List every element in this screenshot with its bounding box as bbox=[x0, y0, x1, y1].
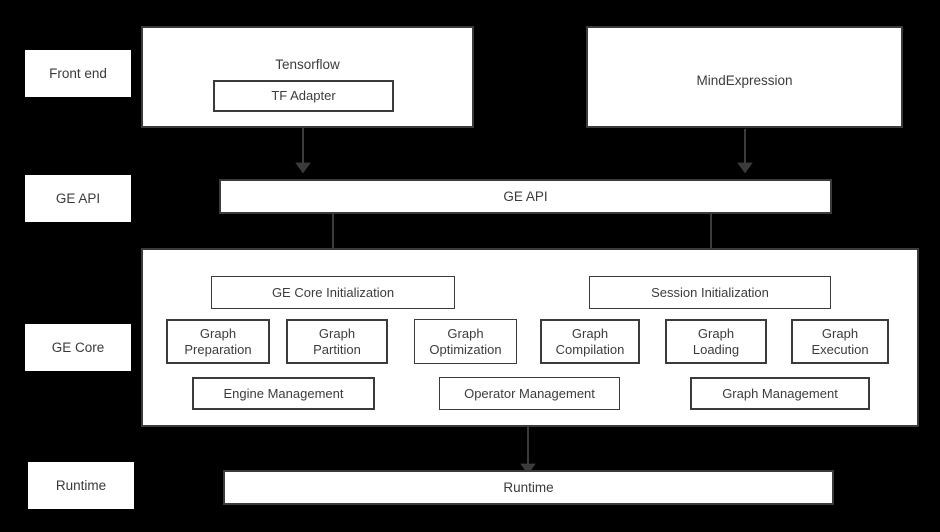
tensorflow-container[interactable]: Tensorflow bbox=[141, 26, 474, 128]
layer-label-ge-core-text: GE Core bbox=[51, 339, 105, 355]
stage-line1: Graph bbox=[447, 326, 484, 342]
management-label: Engine Management bbox=[223, 385, 344, 401]
stage-line2: Preparation bbox=[184, 341, 252, 357]
mindexpression-title: MindExpression bbox=[696, 73, 793, 88]
tensorflow-title: Tensorflow bbox=[275, 57, 340, 72]
stage-line2: Partition bbox=[313, 341, 361, 357]
ge-core-initialization-label: GE Core Initialization bbox=[271, 284, 395, 300]
stage-box-graph-optimization[interactable]: Graph Optimization bbox=[414, 319, 517, 364]
stage-line2: Optimization bbox=[429, 341, 502, 357]
session-initialization-label: Session Initialization bbox=[651, 284, 769, 300]
stage-line1: Graph bbox=[697, 326, 735, 342]
stage-line2: Compilation bbox=[555, 341, 625, 357]
session-initialization-box[interactable]: Session Initialization bbox=[589, 276, 831, 309]
layer-label-front-end: Front end bbox=[25, 50, 131, 97]
layer-label-ge-core: GE Core bbox=[25, 324, 131, 371]
mindexpression-container[interactable]: MindExpression bbox=[586, 26, 903, 128]
ge-core-initialization-box[interactable]: GE Core Initialization bbox=[211, 276, 455, 309]
tf-adapter-label: TF Adapter bbox=[271, 88, 336, 104]
stage-line1: Graph bbox=[571, 326, 609, 342]
stage-line1: Graph bbox=[318, 326, 356, 342]
layer-label-runtime-text: Runtime bbox=[55, 477, 107, 493]
stage-box-graph-preparation[interactable]: Graph Preparation bbox=[166, 319, 270, 364]
runtime-bar[interactable]: Runtime bbox=[223, 470, 834, 505]
management-label: Operator Management bbox=[464, 385, 595, 401]
layer-label-ge-api: GE API bbox=[25, 175, 131, 222]
ge-api-bar[interactable]: GE API bbox=[219, 179, 832, 214]
stage-line2: Execution bbox=[811, 341, 869, 357]
stage-box-graph-execution[interactable]: Graph Execution bbox=[791, 319, 889, 364]
management-box-graph-management[interactable]: Graph Management bbox=[690, 377, 870, 410]
runtime-bar-label: Runtime bbox=[503, 479, 554, 495]
management-box-engine-management[interactable]: Engine Management bbox=[192, 377, 375, 410]
stage-box-graph-compilation[interactable]: Graph Compilation bbox=[540, 319, 640, 364]
stage-box-graph-loading[interactable]: Graph Loading bbox=[665, 319, 767, 364]
management-box-operator-management[interactable]: Operator Management bbox=[439, 377, 620, 410]
layer-label-front-end-text: Front end bbox=[49, 65, 107, 81]
layer-label-runtime: Runtime bbox=[28, 462, 134, 509]
ge-api-bar-label: GE API bbox=[503, 188, 548, 204]
stage-box-graph-partition[interactable]: Graph Partition bbox=[286, 319, 388, 364]
stage-line1: Graph bbox=[199, 326, 237, 342]
stage-line2: Loading bbox=[692, 341, 740, 357]
tf-adapter-box[interactable]: TF Adapter bbox=[213, 80, 394, 112]
stage-line1: Graph bbox=[821, 326, 859, 342]
layer-label-ge-api-text: GE API bbox=[55, 190, 101, 206]
management-label: Graph Management bbox=[722, 385, 838, 401]
